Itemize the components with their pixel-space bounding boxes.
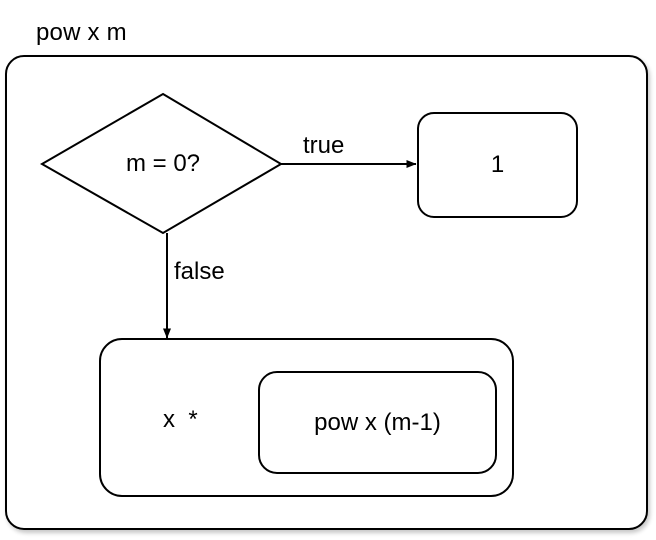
node-recursive-call: pow x (m-1) <box>258 371 497 474</box>
edge-label-true: true <box>303 132 345 159</box>
multiply-expression: x * <box>163 406 198 433</box>
decision-label: m = 0? <box>125 150 201 177</box>
node-recursive-case: x * pow x (m-1) <box>99 338 514 497</box>
node-true-result: 1 <box>417 112 578 218</box>
edge-label-false: false <box>174 258 225 285</box>
page-title: pow x m <box>36 19 127 46</box>
